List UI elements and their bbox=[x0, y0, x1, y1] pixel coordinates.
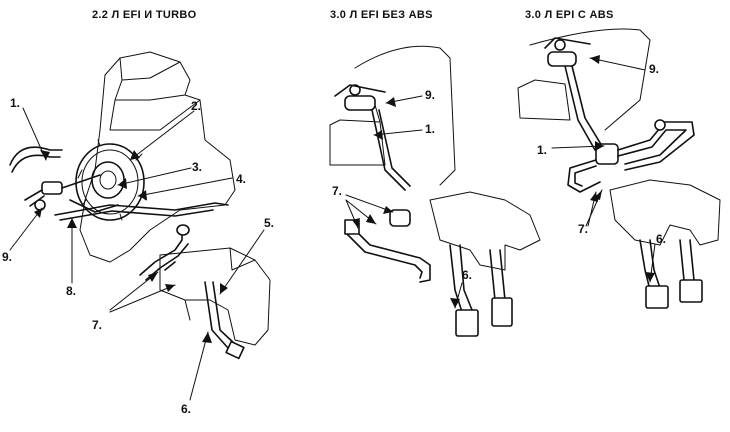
panel-2-callout-9: 9. bbox=[425, 88, 436, 102]
panel-1-callout-7: 7. bbox=[92, 318, 103, 332]
panel-1-callout-5: 5. bbox=[264, 216, 275, 230]
panel-2-drawing bbox=[329, 45, 541, 337]
panel-3-callout-7: 7. bbox=[578, 222, 589, 236]
panel-3-callout-9: 9. bbox=[649, 62, 660, 76]
panel-3-drawing bbox=[517, 28, 721, 309]
panel-2-callout-1: 1. bbox=[425, 122, 436, 136]
panel-2-callout-6: 6. bbox=[462, 268, 473, 282]
panel-1-callout-2: 2. bbox=[191, 99, 202, 113]
panel-1-callout-6: 6. bbox=[181, 402, 192, 416]
panel-1-callout-4: 4. bbox=[236, 172, 247, 186]
panel-3-title: 3.0 Л EPI С ABS bbox=[525, 9, 614, 21]
panel-3-callout-1: 1. bbox=[537, 143, 548, 157]
panel-1-callout-8: 8. bbox=[66, 284, 77, 298]
panel-2-title: 3.0 Л EFI БЕЗ ABS bbox=[330, 9, 433, 21]
panel-1-drawing bbox=[9, 51, 271, 401]
panel-1-callout-9: 9. bbox=[2, 250, 13, 264]
panel-2-callout-7: 7. bbox=[332, 184, 343, 198]
panel-1-title: 2.2 Л EFI И TURBO bbox=[92, 9, 197, 21]
panel-1-callout-3: 3. bbox=[192, 160, 203, 174]
panel-3-callout-6: 6. bbox=[656, 232, 667, 246]
panel-1-callout-1: 1. bbox=[10, 96, 21, 110]
